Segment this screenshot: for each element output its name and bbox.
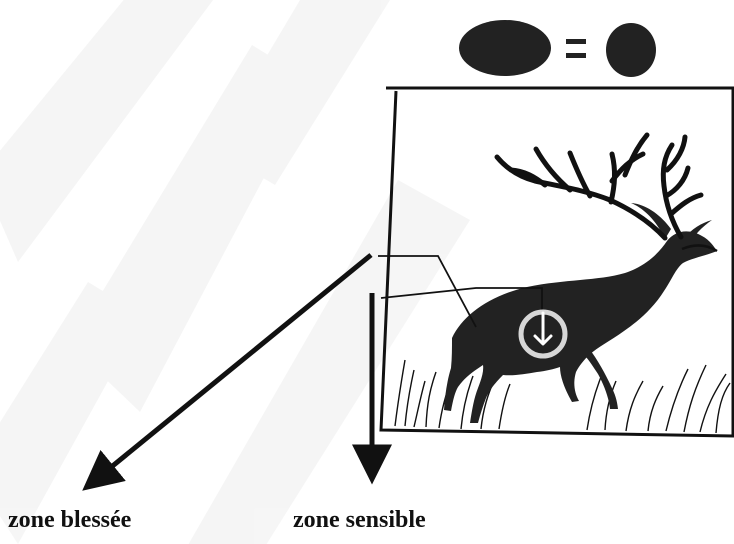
- antlers-icon: [497, 135, 701, 238]
- equals-sign-bottom: [566, 53, 586, 58]
- equals-sign-top: [566, 39, 586, 44]
- sensitive-zone-label: zone sensible: [293, 508, 426, 532]
- wounded-zone-label: zone blessée: [8, 508, 131, 532]
- deer-icon: [444, 203, 717, 423]
- small-circle-shape: [606, 23, 656, 77]
- arrow-to-wounded-zone: [88, 255, 371, 486]
- large-oval-shape: [459, 20, 551, 76]
- callout-wounded-line: [378, 256, 476, 327]
